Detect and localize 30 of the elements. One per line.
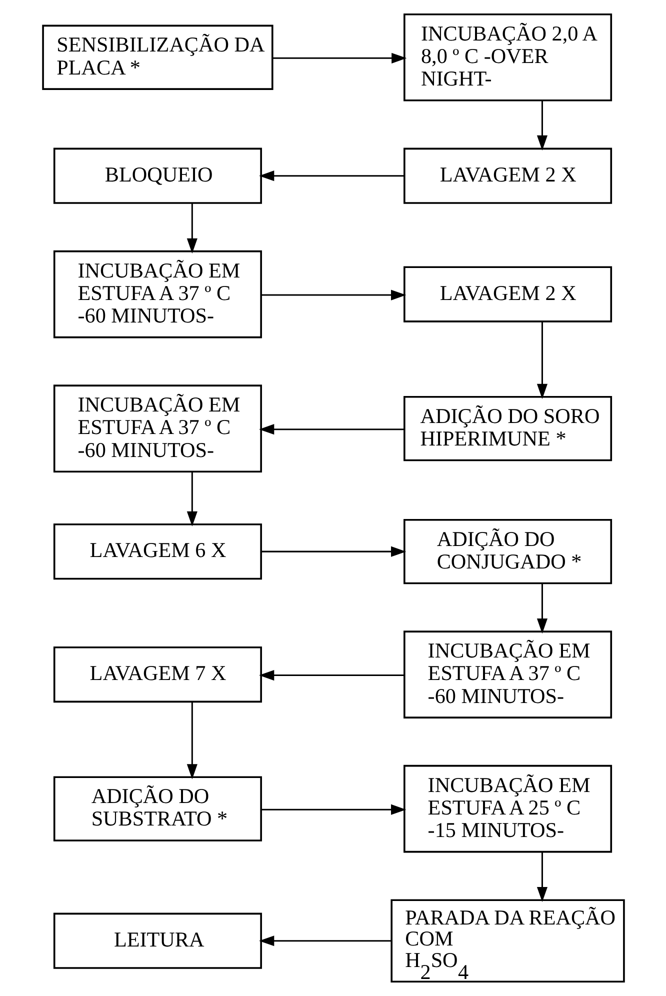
arrow (258, 936, 392, 946)
arrow (260, 290, 406, 300)
node-box: LAVAGEM 2 X (403, 266, 612, 322)
arrow (260, 804, 406, 815)
node-box: INCUBAÇÃO EM ESTUFA A 25 º C -15 MINUTOS- (403, 764, 612, 853)
node-box: LAVAGEM 7 X (52, 646, 262, 703)
node-box: BLOQUEIO (52, 148, 262, 204)
arrow (186, 203, 197, 254)
arrow (258, 170, 404, 182)
node-box: ADIÇÃO DO SORO HIPERIMUNE * (403, 396, 612, 462)
arrow (258, 424, 404, 435)
arrow (186, 472, 197, 526)
node-box: LAVAGEM 6 X (52, 524, 262, 580)
node-box: INCUBAÇÃO EM ESTUFA A 37 º C -60 MINUTOS- (52, 250, 262, 338)
arrow (536, 321, 548, 400)
arrow (536, 584, 548, 634)
arrow (258, 670, 404, 681)
arrow (536, 100, 548, 151)
arrow (260, 546, 406, 557)
node-box: ADIÇÃO DO CONJUGADO * (403, 518, 612, 584)
node-box: INCUBAÇÃO EM ESTUFA A 37 º C -60 MINUTOS- (403, 630, 612, 718)
arrow (186, 702, 197, 780)
node-box: LEITURA (52, 912, 262, 969)
node-box: SENSIBILIZAÇÃO DA PLACA * (42, 24, 273, 90)
node-box: INCUBAÇÃO 2,0 A 8,0 º C -OVER NIGHT- (403, 14, 612, 102)
node-box: LAVAGEM 2 X (403, 148, 612, 204)
node-box: ADIÇÃO DO SUBSTRATO * (52, 776, 262, 842)
node-box: INCUBAÇÃO EM ESTUFA A 37 º C -60 MINUTOS- (52, 384, 262, 472)
arrow (272, 52, 406, 64)
arrow (536, 852, 548, 902)
